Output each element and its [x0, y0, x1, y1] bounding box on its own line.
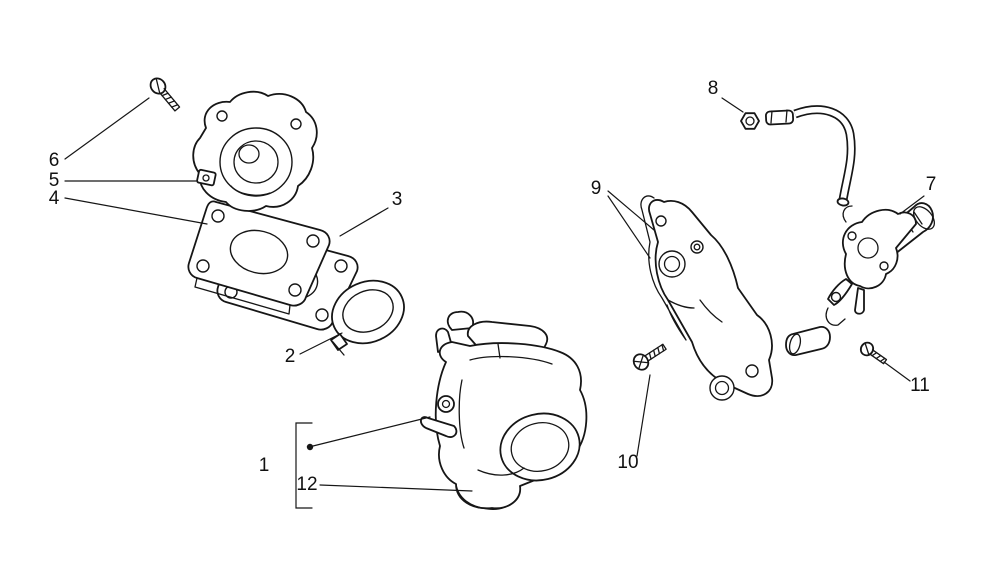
callout-12-label: 12 [296, 474, 317, 495]
callout-6-label: 6 [49, 150, 60, 171]
leader-line-10 [636, 374, 651, 457]
bracket-1 [295, 422, 313, 509]
callout-labels: 6 5 4 3 2 1 12 8 9 7 10 11 [49, 78, 937, 495]
callout-2-label: 2 [285, 346, 296, 367]
callout-9-label: 9 [591, 178, 602, 199]
callout-10-label: 10 [617, 452, 638, 473]
callout-4-label: 4 [49, 188, 60, 209]
callout-3-label: 3 [392, 189, 403, 210]
part-connector-tube [765, 109, 795, 126]
part-hose [793, 105, 856, 207]
part-spacer-plate-4 [187, 200, 331, 315]
part-bracket-plate-9 [648, 199, 774, 401]
leader-line-3 [339, 207, 389, 237]
part-clamp-2 [330, 279, 405, 356]
leader-line-6 [64, 97, 150, 160]
part-screw-10 [632, 343, 667, 371]
leader-line-12 [319, 484, 473, 492]
leader-lines [64, 97, 925, 509]
part-screw-11 [859, 341, 888, 365]
leader-line-8 [721, 97, 744, 113]
part-top-cover-5 [192, 90, 318, 212]
callout-5-label: 5 [49, 170, 60, 191]
callout-1-label: 1 [259, 455, 270, 476]
part-nut-8 [740, 112, 760, 130]
callout-8-label: 8 [708, 78, 719, 99]
leader-line-7 [899, 195, 925, 215]
callout-7-label: 7 [926, 174, 937, 195]
leader-line-2 [299, 332, 343, 355]
callout-11-label: 11 [910, 375, 930, 396]
part-carburettor-body-1 [420, 310, 588, 510]
leader-line-11 [883, 361, 911, 382]
part-screw-6 [149, 77, 181, 112]
bracket-1-dot [306, 443, 314, 451]
part-spacer-sleeve [785, 325, 831, 357]
leader-line-1 [312, 416, 431, 447]
leader-line-9a [607, 190, 655, 231]
part-housing-7 [825, 202, 936, 326]
leader-line-9b [607, 195, 651, 259]
leader-line-4 [64, 197, 208, 225]
part-backing-plate-9 [640, 195, 687, 341]
